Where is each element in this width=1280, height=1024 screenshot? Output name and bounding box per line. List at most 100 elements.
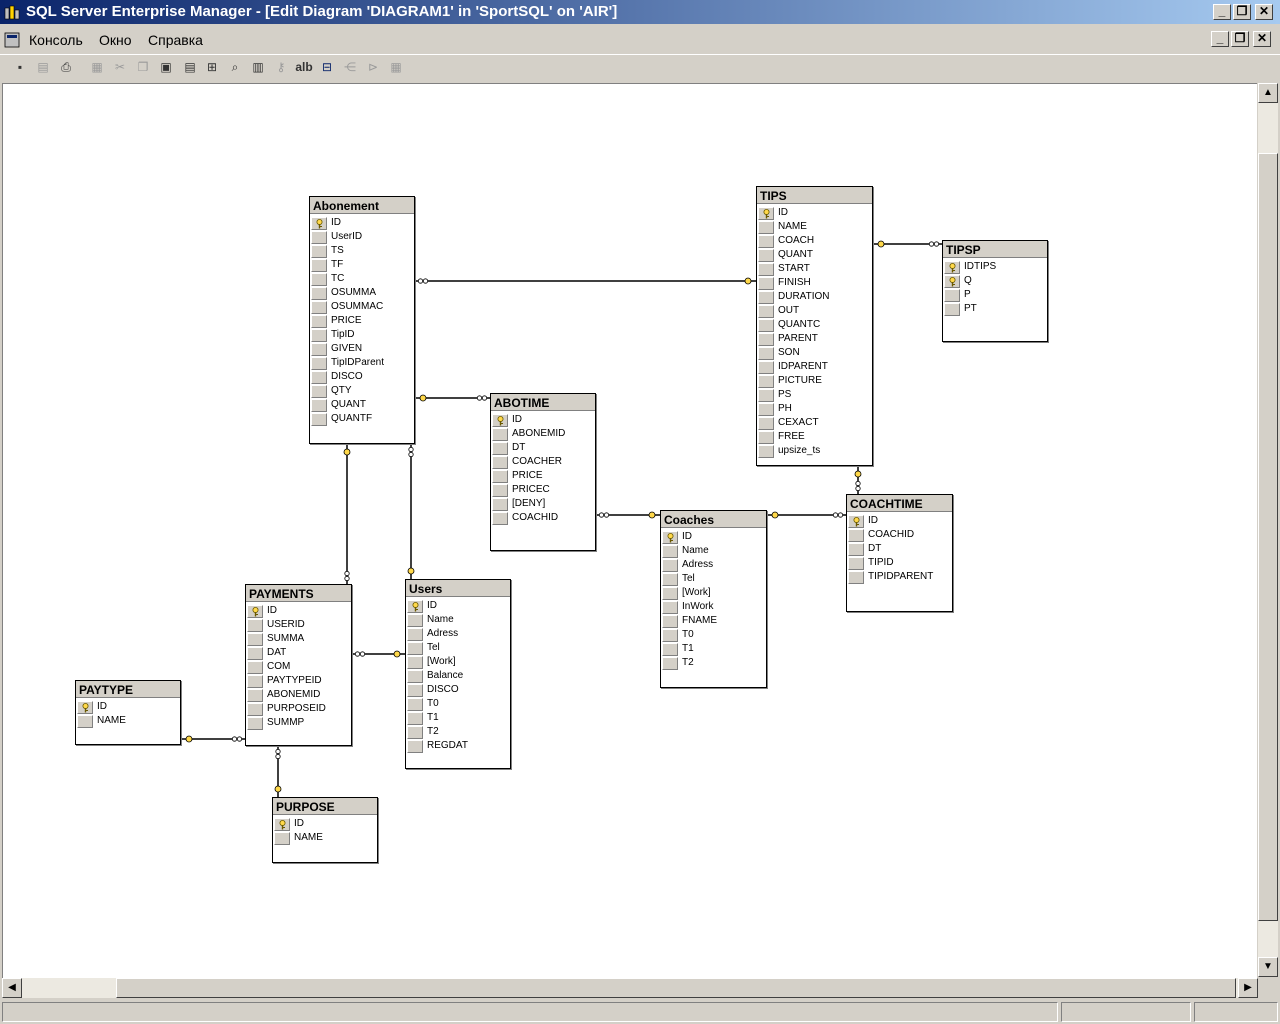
row-selector[interactable] [247, 632, 263, 646]
column-row[interactable]: OSUMMAC [311, 300, 414, 314]
row-selector[interactable] [407, 683, 423, 697]
column-row[interactable]: OUT [758, 304, 872, 318]
row-selector[interactable] [944, 260, 960, 274]
column-row[interactable]: ID [492, 413, 595, 427]
row-selector[interactable] [311, 272, 327, 286]
row-selector[interactable] [848, 528, 864, 542]
restore-button[interactable]: ❐ [1233, 4, 1251, 20]
column-row[interactable]: FNAME [662, 614, 766, 628]
row-selector[interactable] [247, 660, 263, 674]
copy-icon[interactable]: ❐ [137, 60, 149, 74]
column-row[interactable]: DT [848, 542, 952, 556]
mdi-minimize-button[interactable]: _ [1211, 31, 1229, 47]
column-row[interactable]: COM [247, 660, 351, 674]
row-selector[interactable] [758, 290, 774, 304]
row-selector[interactable] [311, 342, 327, 356]
column-row[interactable]: OSUMMA [311, 286, 414, 300]
row-selector[interactable] [492, 511, 508, 525]
row-selector[interactable] [247, 604, 263, 618]
close-button[interactable]: ✕ [1255, 4, 1273, 20]
column-row[interactable]: SUMMA [247, 632, 351, 646]
column-row[interactable]: UserID [311, 230, 414, 244]
column-row[interactable]: FREE [758, 430, 872, 444]
column-row[interactable]: ID [407, 599, 510, 613]
column-row[interactable]: T1 [407, 711, 510, 725]
cut-icon[interactable]: ✂ [114, 60, 126, 74]
row-selector[interactable] [758, 276, 774, 290]
row-selector[interactable] [492, 497, 508, 511]
column-row[interactable]: IDPARENT [758, 360, 872, 374]
row-selector[interactable] [247, 702, 263, 716]
column-row[interactable]: PRICE [492, 469, 595, 483]
add-related-icon[interactable]: ⊞ [206, 60, 218, 74]
mdi-close-button[interactable]: ✕ [1253, 31, 1271, 47]
column-row[interactable]: DISCO [407, 683, 510, 697]
row-selector[interactable] [758, 374, 774, 388]
row-selector[interactable] [247, 688, 263, 702]
vertical-scroll-thumb[interactable] [1258, 153, 1278, 921]
minimize-button[interactable]: _ [1213, 4, 1231, 20]
row-selector[interactable] [848, 556, 864, 570]
new-table-icon[interactable]: ▦ [91, 60, 103, 74]
row-selector[interactable] [407, 641, 423, 655]
row-selector[interactable] [758, 332, 774, 346]
column-row[interactable]: TipID [311, 328, 414, 342]
column-row[interactable]: PICTURE [758, 374, 872, 388]
row-selector[interactable] [407, 725, 423, 739]
table-title[interactable]: Coaches [661, 511, 766, 528]
row-selector[interactable] [662, 614, 678, 628]
layout-icon[interactable]: ⊳ [367, 60, 379, 74]
row-selector[interactable] [492, 441, 508, 455]
row-selector[interactable] [944, 288, 960, 302]
column-row[interactable]: Name [407, 613, 510, 627]
column-row[interactable]: Q [944, 274, 1047, 288]
column-row[interactable]: NAME [274, 831, 377, 845]
arrange-tables-icon[interactable]: ⊟ [321, 60, 333, 74]
row-selector[interactable] [662, 572, 678, 586]
row-selector[interactable] [758, 346, 774, 360]
row-selector[interactable] [407, 655, 423, 669]
column-row[interactable]: TC [311, 272, 414, 286]
column-row[interactable]: IDTIPS [944, 260, 1047, 274]
row-selector[interactable] [758, 304, 774, 318]
column-row[interactable]: PS [758, 388, 872, 402]
row-selector[interactable] [77, 714, 93, 728]
column-row[interactable]: ID [662, 530, 766, 544]
horizontal-scrollbar[interactable]: ◀ ▶ [2, 978, 1258, 998]
row-selector[interactable] [274, 831, 290, 845]
row-selector[interactable] [492, 455, 508, 469]
table-title[interactable]: PURPOSE [273, 798, 377, 815]
column-row[interactable]: QUANTC [758, 318, 872, 332]
paste-icon[interactable]: ▣ [160, 60, 172, 74]
column-row[interactable]: PRICEC [492, 483, 595, 497]
column-row[interactable]: T2 [662, 656, 766, 670]
show-relationship-icon[interactable]: ▥ [252, 60, 264, 74]
row-selector[interactable] [407, 697, 423, 711]
scroll-up-button[interactable]: ▲ [1258, 83, 1278, 103]
table-title[interactable]: ABOTIME [491, 394, 595, 411]
properties-icon[interactable]: ▤ [37, 60, 49, 74]
column-row[interactable]: T2 [407, 725, 510, 739]
row-selector[interactable] [311, 370, 327, 384]
row-selector[interactable] [848, 542, 864, 556]
row-selector[interactable] [758, 444, 774, 458]
save-icon[interactable]: ▪ [17, 60, 23, 74]
grid-icon[interactable]: ▦ [390, 60, 402, 74]
row-selector[interactable] [758, 248, 774, 262]
column-row[interactable]: PURPOSEID [247, 702, 351, 716]
row-selector[interactable] [407, 669, 423, 683]
row-selector[interactable] [662, 544, 678, 558]
column-row[interactable]: QUANTF [311, 412, 414, 426]
column-row[interactable]: NAME [77, 714, 180, 728]
column-row[interactable]: ID [758, 206, 872, 220]
row-selector[interactable] [311, 230, 327, 244]
column-row[interactable]: T0 [407, 697, 510, 711]
row-selector[interactable] [758, 402, 774, 416]
row-selector[interactable] [311, 384, 327, 398]
